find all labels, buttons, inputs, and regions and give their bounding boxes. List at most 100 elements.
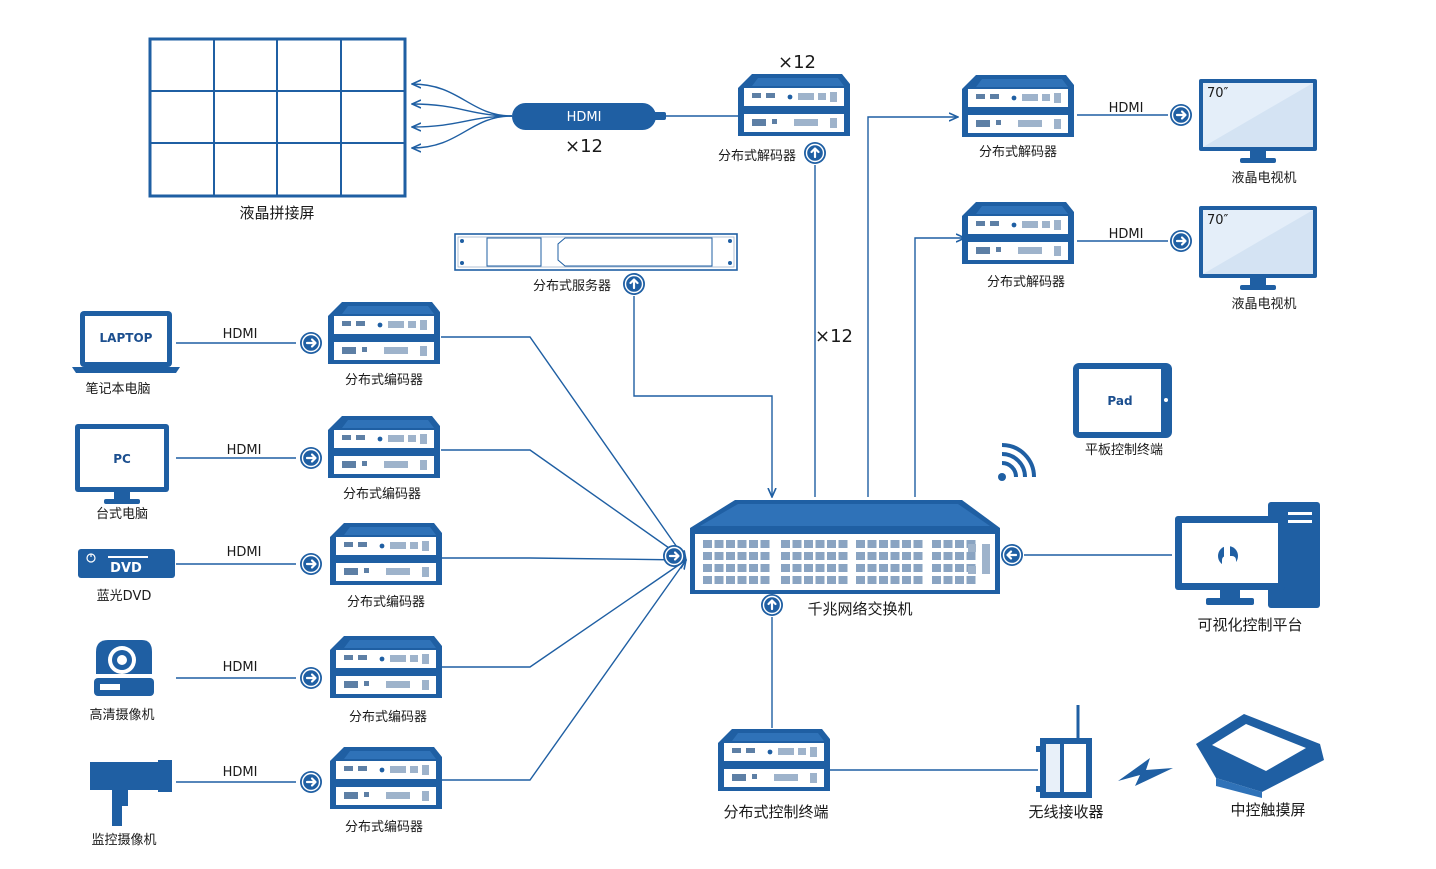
- switch-port: [815, 576, 825, 584]
- decoder-1-label: 分布式解码器: [979, 145, 1057, 160]
- switch-port: [737, 540, 747, 548]
- ptz-camera-hdmi: HDMI: [223, 660, 258, 675]
- switch-port: [943, 540, 953, 548]
- encoder-5: 分布式编码器: [298, 747, 442, 835]
- encoder-3-label: 分布式编码器: [347, 595, 425, 610]
- gigabit-switch: 千兆网络交换机: [661, 500, 1025, 618]
- monitor-icon: [75, 424, 169, 504]
- switch-port: [955, 552, 964, 560]
- switch-port: [737, 564, 747, 572]
- dvd-hdmi: HDMI: [227, 545, 262, 560]
- ptz-camera-label: 高清摄像机: [89, 707, 154, 723]
- switch-port: [879, 552, 888, 560]
- switch-port: [749, 552, 758, 560]
- switch-port: [932, 564, 941, 572]
- switch-port: [879, 576, 888, 584]
- switch-port: [856, 540, 865, 548]
- top-decoder-count: ×12: [778, 52, 816, 73]
- arrow-left-icon: [999, 542, 1025, 568]
- switch-port: [890, 576, 900, 584]
- switch-port: [781, 576, 790, 584]
- arrow-right-icon: [298, 769, 324, 795]
- surveillance-camera-hdmi: HDMI: [223, 765, 258, 780]
- switch-port: [714, 564, 724, 572]
- switch-port: [827, 576, 836, 584]
- tablet-icon: [1073, 363, 1172, 438]
- switch-port: [943, 564, 953, 572]
- switch-port: [815, 540, 825, 548]
- arrow-right-icon: [298, 445, 324, 471]
- tablet-terminal: Pad 平板控制终端: [1073, 363, 1172, 458]
- switch-port: [902, 564, 911, 572]
- tv-1-size: 70″: [1207, 86, 1229, 101]
- touch-panel: 中控触摸屏: [1196, 714, 1324, 819]
- decoder-2-label: 分布式解码器: [987, 275, 1065, 290]
- ptz-camera-icon: [94, 640, 154, 696]
- switch-port: [703, 540, 712, 548]
- video-wall-label: 液晶拼接屏: [239, 204, 314, 222]
- source-dvd: DVD 蓝光DVD HDMI: [78, 545, 261, 604]
- dvd-player-icon: [78, 549, 175, 578]
- switch-port: [827, 564, 836, 572]
- switch-port: [838, 552, 848, 560]
- pc-label: 台式电脑: [96, 507, 148, 522]
- dvd-text: DVD: [110, 561, 142, 576]
- switch-port: [726, 552, 735, 560]
- switch-port: [737, 552, 747, 560]
- switch-port: [781, 540, 790, 548]
- arrow-right-icon: [1168, 102, 1194, 128]
- switch-port: [902, 576, 911, 584]
- switch-port: [879, 540, 888, 548]
- switch-port: [781, 552, 790, 560]
- pc-hdmi: HDMI: [227, 443, 262, 458]
- distributed-server: 分布式服务器: [454, 233, 738, 297]
- wireless-receiver: 无线接收器: [1028, 705, 1104, 821]
- tv-2: 70″ 液晶电视机: [1199, 206, 1317, 312]
- platform-label: 可视化控制平台: [1197, 616, 1302, 634]
- switch-port: [966, 576, 976, 584]
- tablet-label: 平板控制终端: [1085, 442, 1163, 458]
- source-surveillance-camera: 监控摄像机 HDMI: [90, 760, 257, 848]
- server-label: 分布式服务器: [533, 278, 611, 294]
- encoder-3: 分布式编码器: [298, 523, 442, 610]
- switch-port: [867, 564, 877, 572]
- switch-port: [749, 540, 758, 548]
- switch-port: [955, 576, 964, 584]
- switch-port: [760, 540, 770, 548]
- encoder-2: 分布式编码器: [298, 416, 440, 502]
- top-decoder-label: 分布式解码器: [718, 149, 796, 164]
- switch-port: [703, 576, 712, 584]
- switch-port: [792, 552, 802, 560]
- switch-port: [943, 552, 953, 560]
- tv-1: 70″ 液晶电视机: [1199, 79, 1317, 186]
- switch-port: [932, 576, 941, 584]
- wireless-signal-icon: [1118, 758, 1173, 786]
- encoder-5-label: 分布式编码器: [345, 820, 423, 835]
- touch-panel-label: 中控触摸屏: [1230, 801, 1305, 819]
- tv-2-size: 70″: [1207, 213, 1229, 228]
- switch-port: [703, 552, 712, 560]
- arrow-right-icon: [298, 665, 324, 691]
- switch-output-count: ×12: [815, 326, 853, 347]
- switch-port: [932, 540, 941, 548]
- tv-1-label: 液晶电视机: [1231, 171, 1296, 186]
- tv-2-label: 液晶电视机: [1231, 297, 1296, 312]
- source-pc: PC 台式电脑 HDMI: [75, 424, 261, 522]
- laptop-hdmi: HDMI: [223, 327, 258, 342]
- encoder-4-label: 分布式编码器: [349, 710, 427, 725]
- switch-port: [737, 576, 747, 584]
- source-laptop: LAPTOP 笔记本电脑 HDMI: [72, 311, 257, 397]
- surveillance-camera-label: 监控摄像机: [91, 833, 156, 848]
- switch-port: [749, 564, 758, 572]
- switch-port: [955, 564, 964, 572]
- hdmi-bundle-label: HDMI: [567, 110, 602, 125]
- control-platform: 可视化控制平台: [1175, 502, 1320, 634]
- switch-port: [827, 552, 836, 560]
- switch-port: [856, 564, 865, 572]
- encoder-2-label: 分布式编码器: [343, 487, 421, 502]
- encoder-1: 分布式编码器: [298, 302, 440, 388]
- touch-panel-icon: [1196, 714, 1324, 798]
- wireless-receiver-icon: [1036, 705, 1092, 798]
- switch-port: [749, 576, 758, 584]
